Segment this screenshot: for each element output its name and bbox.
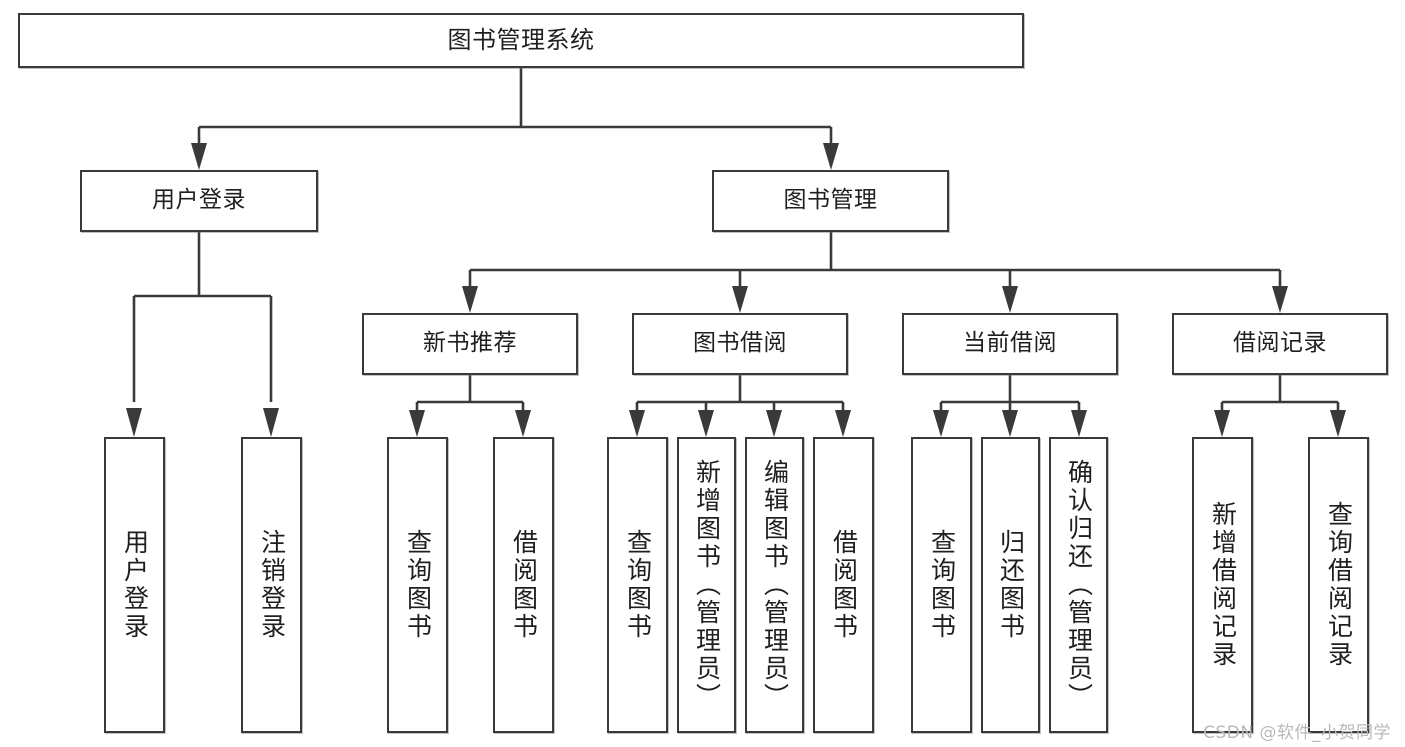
node-label: 确认归还（管理员） <box>1064 459 1094 711</box>
leaf-user-login[interactable]: 用户登录 <box>104 437 165 733</box>
node-label: 用户登录 <box>152 187 246 214</box>
node-label: 图书管理 <box>783 187 878 214</box>
leaf-borrow-book-recommend[interactable]: 借阅图书 <box>493 437 554 733</box>
node-label: 查询借阅记录 <box>1324 501 1354 669</box>
node-user-login[interactable]: 用户登录 <box>80 170 318 232</box>
leaf-add-borrow-record[interactable]: 新增借阅记录 <box>1192 437 1253 733</box>
node-label: 图书管理系统 <box>447 26 595 55</box>
node-new-book-recommend[interactable]: 新书推荐 <box>362 313 578 375</box>
node-label: 图书借阅 <box>693 330 787 357</box>
node-borrow-record[interactable]: 借阅记录 <box>1172 313 1388 375</box>
node-current-borrow[interactable]: 当前借阅 <box>902 313 1118 375</box>
node-book-management[interactable]: 图书管理 <box>712 170 949 232</box>
node-label: 借阅记录 <box>1233 330 1327 357</box>
node-label: 用户登录 <box>120 529 150 641</box>
leaf-query-book-current[interactable]: 查询图书 <box>911 437 972 733</box>
node-label: 当前借阅 <box>963 330 1057 357</box>
node-root-system[interactable]: 图书管理系统 <box>18 13 1024 68</box>
node-label: 查询图书 <box>927 529 957 641</box>
leaf-logout[interactable]: 注销登录 <box>241 437 302 733</box>
node-label: 借阅图书 <box>509 529 539 641</box>
node-label: 查询图书 <box>623 529 653 641</box>
node-label: 新书推荐 <box>423 330 517 357</box>
leaf-borrow-book[interactable]: 借阅图书 <box>813 437 874 733</box>
leaf-query-book-recommend[interactable]: 查询图书 <box>387 437 448 733</box>
node-label: 编辑图书（管理员） <box>760 459 790 711</box>
node-label: 查询图书 <box>403 529 433 641</box>
node-label: 归还图书 <box>996 529 1026 641</box>
node-label: 新增图书（管理员） <box>692 459 722 711</box>
node-label: 新增借阅记录 <box>1208 501 1238 669</box>
leaf-add-book-admin[interactable]: 新增图书（管理员） <box>677 437 736 733</box>
leaf-return-book[interactable]: 归还图书 <box>981 437 1040 733</box>
node-book-borrow[interactable]: 图书借阅 <box>632 313 848 375</box>
leaf-edit-book-admin[interactable]: 编辑图书（管理员） <box>745 437 804 733</box>
node-label: 借阅图书 <box>829 529 859 641</box>
leaf-confirm-return-admin[interactable]: 确认归还（管理员） <box>1049 437 1108 733</box>
leaf-query-book-borrow[interactable]: 查询图书 <box>607 437 668 733</box>
node-label: 注销登录 <box>257 529 287 641</box>
leaf-query-borrow-record[interactable]: 查询借阅记录 <box>1308 437 1369 733</box>
